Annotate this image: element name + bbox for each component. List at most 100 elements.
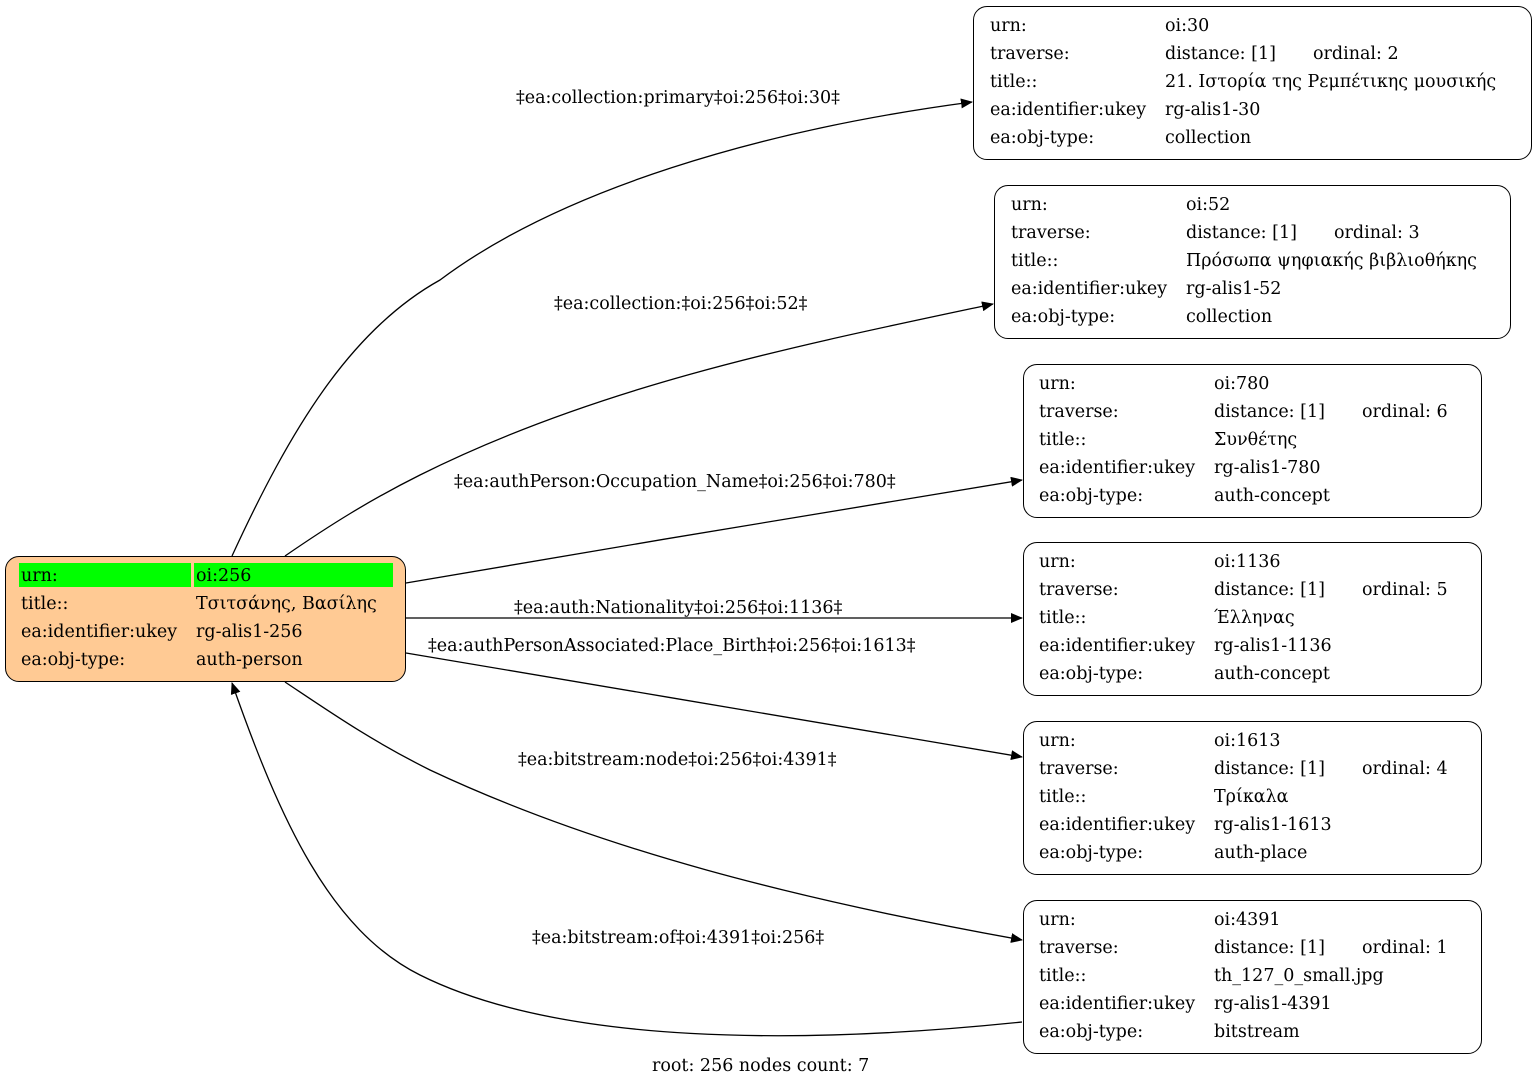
node-value-ordinal: ordinal: 4 bbox=[1362, 759, 1448, 779]
root-key-ukey: ea:identifier:ukey bbox=[21, 622, 178, 642]
node-value-distance: distance: [1] bbox=[1214, 938, 1325, 958]
edge-from-oi-4391 bbox=[230, 682, 1023, 1037]
node-oi-52[interactable]: urn: oi:52 traverse: distance: [1] ordinal:… bbox=[994, 185, 1511, 339]
node-value-distance: distance: [1] bbox=[1214, 402, 1325, 422]
node-key-ukey: ea:identifier:ukey bbox=[1011, 279, 1168, 299]
edge-to-oi-1613 bbox=[405, 652, 1023, 761]
edge-label-collection: ‡ea:collection:‡oi:256‡oi:52‡ bbox=[554, 294, 808, 314]
node-value-obj-type: auth-concept bbox=[1214, 664, 1330, 684]
node-key-obj-type: ea:obj-type: bbox=[1039, 486, 1144, 506]
node-key-traverse: traverse: bbox=[1039, 402, 1119, 422]
root-value-urn: oi:256 bbox=[196, 566, 252, 586]
urn-highlight-value bbox=[194, 563, 393, 587]
edge-label-nationality: ‡ea:auth:Nationality‡oi:256‡oi:1136‡ bbox=[514, 598, 843, 618]
node-value-ordinal: ordinal: 6 bbox=[1362, 402, 1448, 422]
node-key-obj-type: ea:obj-type: bbox=[1011, 307, 1116, 327]
root-value-obj-type: auth-person bbox=[196, 650, 303, 670]
node-value-distance: distance: [1] bbox=[1214, 580, 1325, 600]
edge-to-oi-780 bbox=[405, 476, 1023, 584]
node-key-ukey: ea:identifier:ukey bbox=[990, 100, 1147, 120]
node-value-ukey: rg-alis1-4391 bbox=[1214, 994, 1332, 1014]
node-key-ukey: ea:identifier:ukey bbox=[1039, 636, 1196, 656]
node-key-traverse: traverse: bbox=[1039, 580, 1119, 600]
node-key-title: title:: bbox=[990, 72, 1038, 92]
node-value-obj-type: collection bbox=[1186, 307, 1273, 327]
edge-label-place-birth: ‡ea:authPersonAssociated:Place_Birth‡oi:… bbox=[428, 636, 916, 656]
node-value-obj-type: auth-place bbox=[1214, 843, 1308, 863]
node-key-urn: urn: bbox=[1039, 910, 1076, 930]
root-node[interactable]: urn: oi:256 title:: Τσιτσάνης, Βασίλης e… bbox=[5, 556, 406, 682]
node-value-obj-type: collection bbox=[1165, 128, 1252, 148]
node-value-title: th_127_0_small.jpg bbox=[1214, 966, 1384, 986]
node-key-urn: urn: bbox=[1039, 552, 1076, 572]
node-value-ukey: rg-alis1-1613 bbox=[1214, 815, 1332, 835]
node-key-ukey: ea:identifier:ukey bbox=[1039, 458, 1196, 478]
node-oi-780[interactable]: urn: oi:780 traverse: distance: [1] ordinal… bbox=[1023, 364, 1482, 518]
edge-label-bitstream-node: ‡ea:bitstream:node‡oi:256‡oi:4391‡ bbox=[518, 750, 837, 770]
root-value-ukey: rg-alis1-256 bbox=[196, 622, 303, 642]
root-key-obj-type: ea:obj-type: bbox=[21, 650, 126, 670]
node-value-distance: distance: [1] bbox=[1186, 223, 1297, 243]
node-oi-30[interactable]: urn:oi:30 traverse:distance: [1]ordinal:… bbox=[973, 6, 1532, 160]
edge-to-oi-52 bbox=[284, 301, 994, 557]
node-value-ordinal: ordinal: 1 bbox=[1362, 938, 1448, 958]
node-value-title: Έλληνας bbox=[1214, 608, 1295, 628]
node-key-title: title:: bbox=[1039, 608, 1087, 628]
edge-to-oi-30 bbox=[231, 98, 973, 557]
node-value-distance: distance: [1] bbox=[1214, 759, 1325, 779]
node-key-obj-type: ea:obj-type: bbox=[1039, 1022, 1144, 1042]
node-value-obj-type: auth-concept bbox=[1214, 486, 1330, 506]
root-row-urn: urn: oi:256 bbox=[6, 562, 405, 590]
node-key-title: title:: bbox=[1039, 787, 1087, 807]
node-key-traverse: traverse: bbox=[1039, 938, 1119, 958]
node-key-title: title:: bbox=[1011, 251, 1059, 271]
node-key-title: title:: bbox=[1039, 966, 1087, 986]
node-oi-4391[interactable]: urn: oi:4391 traverse: distance: [1] ordina… bbox=[1023, 900, 1482, 1054]
node-key-ukey: ea:identifier:ukey bbox=[1039, 994, 1196, 1014]
node-key-obj-type: ea:obj-type: bbox=[1039, 664, 1144, 684]
node-oi-1613[interactable]: urn:oi:1613 traverse:distance: [1]ordina… bbox=[1023, 721, 1482, 875]
node-value-ukey: rg-alis1-780 bbox=[1214, 458, 1321, 478]
node-value-title: 21. Ιστορία της Ρεμπέτικης μουσικής bbox=[1165, 72, 1497, 92]
node-key-urn: urn: bbox=[1039, 374, 1076, 394]
node-key-obj-type: ea:obj-type: bbox=[990, 128, 1095, 148]
node-value-urn: oi:1613 bbox=[1214, 731, 1281, 751]
edge-label-bitstream-of: ‡ea:bitstream:of‡oi:4391‡oi:256‡ bbox=[532, 928, 825, 948]
edge-label-occupation: ‡ea:authPerson:Occupation_Name‡oi:256‡oi… bbox=[454, 472, 896, 492]
urn-highlight-key bbox=[19, 563, 191, 587]
node-value-urn: oi:4391 bbox=[1214, 910, 1281, 930]
node-value-ukey: rg-alis1-52 bbox=[1186, 279, 1282, 299]
node-value-ukey: rg-alis1-1136 bbox=[1214, 636, 1332, 656]
root-key-title: title:: bbox=[21, 594, 69, 614]
root-key-urn: urn: bbox=[21, 566, 58, 586]
node-oi-1136[interactable]: urn: oi:1136 traverse: distance: [1] ordina… bbox=[1023, 542, 1482, 696]
graph-footer: root: 256 nodes count: 7 bbox=[652, 1056, 870, 1076]
node-key-urn: urn: bbox=[1011, 195, 1048, 215]
node-key-obj-type: ea:obj-type: bbox=[1039, 843, 1144, 863]
root-value-title: Τσιτσάνης, Βασίλης bbox=[196, 594, 377, 614]
edge-label-collection-primary: ‡ea:collection:primary‡oi:256‡oi:30‡ bbox=[516, 88, 840, 108]
edge-to-oi-4391 bbox=[284, 681, 1023, 943]
node-key-traverse: traverse: bbox=[1039, 759, 1119, 779]
root-row-obj-type: ea:obj-type: auth-person bbox=[6, 646, 405, 674]
node-value-ukey: rg-alis1-30 bbox=[1165, 100, 1261, 120]
node-value-ordinal: ordinal: 5 bbox=[1362, 580, 1448, 600]
node-value-urn: oi:780 bbox=[1214, 374, 1270, 394]
node-value-ordinal: ordinal: 3 bbox=[1334, 223, 1420, 243]
node-value-urn: oi:1136 bbox=[1214, 552, 1281, 572]
node-key-title: title:: bbox=[1039, 430, 1087, 450]
node-value-title: Τρίκαλα bbox=[1214, 787, 1289, 807]
node-value-title: Συνθέτης bbox=[1214, 430, 1298, 450]
node-value-title: Πρόσωπα ψηφιακής βιβλιοθήκης bbox=[1186, 251, 1477, 271]
node-value-urn: oi:52 bbox=[1186, 195, 1231, 215]
node-value-obj-type: bitstream bbox=[1214, 1022, 1300, 1042]
node-key-urn: urn: bbox=[990, 16, 1027, 36]
node-key-traverse: traverse: bbox=[1011, 223, 1091, 243]
root-row-ukey: ea:identifier:ukey rg-alis1-256 bbox=[6, 618, 405, 646]
node-key-traverse: traverse: bbox=[990, 44, 1070, 64]
node-value-distance: distance: [1] bbox=[1165, 44, 1276, 64]
node-key-ukey: ea:identifier:ukey bbox=[1039, 815, 1196, 835]
root-row-title: title:: Τσιτσάνης, Βασίλης bbox=[6, 590, 405, 618]
node-value-ordinal: ordinal: 2 bbox=[1313, 44, 1399, 64]
